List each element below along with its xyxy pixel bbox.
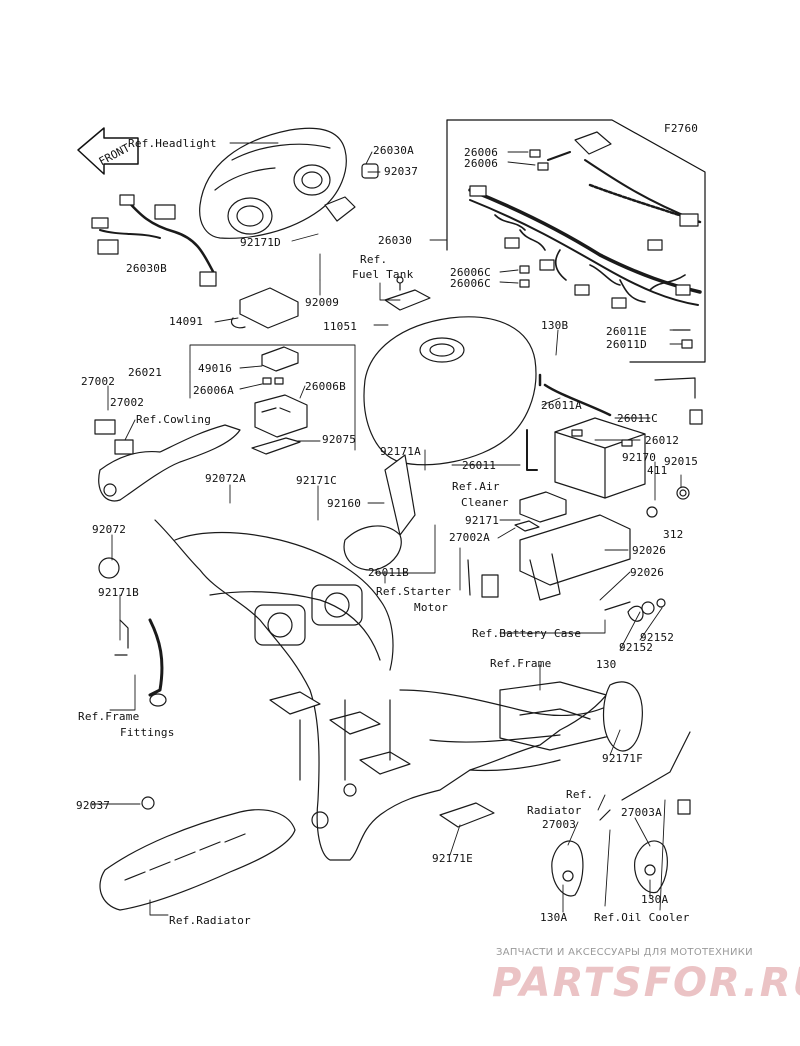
label-92009: 92009 [305, 296, 340, 309]
label-92171: 92171 [465, 514, 500, 527]
label-26021: 26021 [128, 366, 163, 379]
label-ref-radiator-r2: Radiator [527, 804, 582, 817]
label-26012: 26012 [645, 434, 680, 447]
label-ref-headlight: Ref.Headlight [128, 137, 217, 150]
pad-92171e [439, 802, 495, 828]
label-26006-b: 26006 [464, 157, 499, 170]
sub-harness-26030b [91, 194, 217, 287]
label-26006b: 26006B [305, 380, 346, 393]
label-411: 411 [647, 464, 668, 477]
label-ref-radiator-r1: Ref. [566, 788, 594, 801]
horn-27003a-icon [599, 731, 691, 894]
label-ref-battery-case: Ref.Battery Case [472, 627, 582, 640]
fuel-tank [363, 276, 537, 466]
label-92075: 92075 [322, 433, 357, 446]
label-26006c-b: 26006C [450, 277, 491, 290]
label-92152-b: 92152 [619, 641, 654, 654]
label-26011c: 26011C [617, 412, 658, 425]
label-27002a: 27002A [449, 531, 490, 544]
label-26006a: 26006A [193, 384, 234, 397]
label-ref-frame-fittings-1: Ref.Frame [78, 710, 140, 723]
watermark-tagline: ЗАПЧАСТИ И АКСЕССУАРЫ ДЛЯ МОТОТЕХНИКИ [496, 947, 753, 958]
label-92160: 92160 [327, 497, 362, 510]
label-27002-b: 27002 [110, 396, 145, 409]
label-92171f: 92171F [602, 752, 643, 765]
main-frame [154, 519, 611, 861]
radiator-cover [99, 796, 296, 911]
label-130b: 130B [541, 319, 569, 332]
label-11051: 11051 [323, 320, 358, 333]
label-92015: 92015 [664, 455, 699, 468]
label-92170: 92170 [622, 451, 657, 464]
label-27002-a: 27002 [81, 375, 116, 388]
relay-box-parts [230, 287, 308, 455]
label-26011e: 26011E [606, 325, 647, 338]
label-27003a: 27003A [621, 806, 662, 819]
label-92072a: 92072A [205, 472, 246, 485]
watermark-logo: PARTSFOR.RU [492, 960, 800, 1006]
label-92171b: 92171B [98, 586, 139, 599]
label-92171a: 92171A [380, 445, 421, 458]
label-92171e: 92171E [432, 852, 473, 865]
label-26011a: 26011A [541, 399, 582, 412]
label-92037-top: 92037 [384, 165, 419, 178]
label-312: 312 [663, 528, 684, 541]
label-92037-bottom: 92037 [76, 799, 111, 812]
label-ref-oil-cooler: Ref.Oil Cooler [594, 911, 690, 924]
label-ref-frame: Ref.Frame [490, 657, 552, 670]
air-cleaner-bits [343, 454, 499, 598]
label-26030: 26030 [378, 234, 413, 247]
label-92152-a: 92152 [640, 631, 675, 644]
headlight-assembly [199, 127, 379, 239]
figure-code: F2760 [664, 122, 699, 135]
label-ref-frame-fittings-2: Fittings [120, 726, 175, 739]
frame-fittings-bracket [98, 557, 167, 707]
horn-27003-icon [551, 840, 584, 897]
wiring-harness-26030 [446, 119, 706, 363]
label-26030a: 26030A [373, 144, 414, 157]
cowling-stay [94, 419, 241, 502]
label-92171c: 92171C [296, 474, 337, 487]
label-92026-a: 92026 [632, 544, 667, 557]
battery-assembly [514, 373, 703, 622]
label-ref-radiator-bottom: Ref.Radiator [169, 914, 251, 927]
label-ref-fuel-tank-2: Fuel Tank [352, 268, 414, 281]
label-26011: 26011 [462, 459, 497, 472]
front-arrow-icon: FRONT [77, 127, 139, 175]
label-26006c-a: 26006C [450, 266, 491, 279]
label-49016: 49016 [198, 362, 233, 375]
label-130: 130 [596, 658, 617, 671]
label-27003: 27003 [542, 818, 577, 831]
clamp-92171f [602, 681, 643, 752]
label-92171d: 92171D [240, 236, 281, 249]
label-ref-air-cleaner-1: Ref.Air [452, 480, 500, 493]
label-ref-fuel-tank-1: Ref. [360, 253, 388, 266]
label-92072: 92072 [92, 523, 127, 536]
label-ref-starter-2: Motor [414, 601, 449, 614]
label-ref-starter-1: Ref.Starter [376, 585, 452, 598]
label-26011d: 26011D [606, 338, 647, 351]
label-92026-b: 92026 [630, 566, 665, 579]
label-26011b: 26011B [368, 566, 409, 579]
leader-lines [91, 142, 683, 916]
label-130a-a: 130A [641, 893, 669, 906]
label-26030b: 26030B [126, 262, 167, 275]
label-ref-air-cleaner-2: Cleaner [461, 496, 509, 509]
label-26006-a: 26006 [464, 146, 499, 159]
label-130a-b: 130A [540, 911, 568, 924]
label-14091: 14091 [169, 315, 204, 328]
label-ref-cowling: Ref.Cowling [136, 413, 212, 426]
